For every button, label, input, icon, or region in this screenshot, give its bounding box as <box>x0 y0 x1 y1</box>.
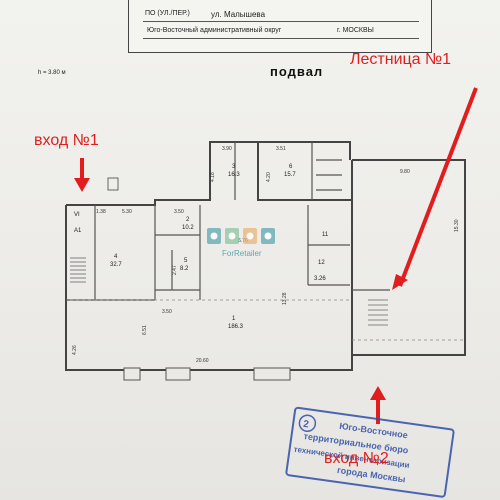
stamp-number: 2 <box>302 419 309 431</box>
dim-label: 2.47 <box>172 265 178 275</box>
dim-label: 3.90 <box>222 146 232 152</box>
basement-windows <box>123 367 291 381</box>
ceiling-height-note: h = 3.80 м <box>38 70 66 76</box>
stair-lines <box>70 257 388 326</box>
dashed-lines <box>70 299 465 341</box>
dim-label: 15.30 <box>454 219 460 232</box>
stairs1-label: Лестница №1 <box>350 51 452 68</box>
room-area-1: 186.3 <box>228 324 244 330</box>
room-label-5: 5 <box>184 258 188 264</box>
corridor-label-vi: VI <box>74 212 80 218</box>
dim-label: 9.80 <box>400 169 410 175</box>
header-divider-2 <box>143 38 419 39</box>
room-label-6: 6 <box>289 164 293 170</box>
watermark-text: ForRetailer <box>222 249 262 258</box>
annotation-arrows <box>74 87 478 424</box>
dim-label: 13.28 <box>282 292 288 305</box>
street-name: ул. Малышева <box>211 10 266 19</box>
entrance1-label: вход №1 <box>34 132 99 149</box>
room-label-12: 12 <box>318 260 325 266</box>
room-area-2: 10.2 <box>182 225 194 231</box>
inner-walls <box>66 142 390 301</box>
dim-label: 3.50 <box>174 209 184 215</box>
room-area-5: 8.2 <box>180 266 189 272</box>
street-prefix: ПО (УЛ./ПЕР.) <box>145 10 190 17</box>
room-label-11: 11 <box>322 232 329 238</box>
floor-title: подвал <box>270 64 324 79</box>
dim-label: 4.18 <box>210 172 216 182</box>
room-label-1: 1 <box>232 316 236 322</box>
dim-label: 6.76 <box>238 238 248 244</box>
stairs1-arrow-icon <box>392 87 478 290</box>
room-label-3: 3 <box>232 164 236 170</box>
city-name: г. МОСКВЫ <box>337 27 374 34</box>
dim-label: 20.60 <box>196 358 209 364</box>
room-area-12: 3.26 <box>314 276 326 282</box>
address-header-box: ПО (УЛ./ПЕР.) ул. Малышева Юго-Восточный… <box>128 0 432 53</box>
dim-label: 3.51 <box>276 146 286 152</box>
entrance1-arrow-icon <box>74 158 90 192</box>
entrance2-label: вход №2 <box>324 450 389 467</box>
dim-label: 3.50 <box>162 309 172 315</box>
room-area-3: 16.3 <box>228 172 240 178</box>
dim-label: 1.38 <box>96 209 106 215</box>
watermark-logo <box>207 228 275 244</box>
stair-label-a1: A1 <box>74 228 82 234</box>
entrance-fixture <box>107 177 119 191</box>
header-divider <box>143 21 419 22</box>
outer-walls <box>65 141 466 371</box>
dim-label: 4.26 <box>72 345 78 355</box>
district-line: Юго-Восточный административный округ <box>147 27 282 34</box>
room-area-4: 32.7 <box>110 262 122 268</box>
dim-label: 4.20 <box>266 172 272 182</box>
room-area-6: 15.7 <box>284 172 296 178</box>
dim-label: 6.51 <box>142 325 148 335</box>
room-label-4: 4 <box>114 254 118 260</box>
room-label-2: 2 <box>186 217 190 223</box>
dim-label: 5.30 <box>122 209 132 215</box>
